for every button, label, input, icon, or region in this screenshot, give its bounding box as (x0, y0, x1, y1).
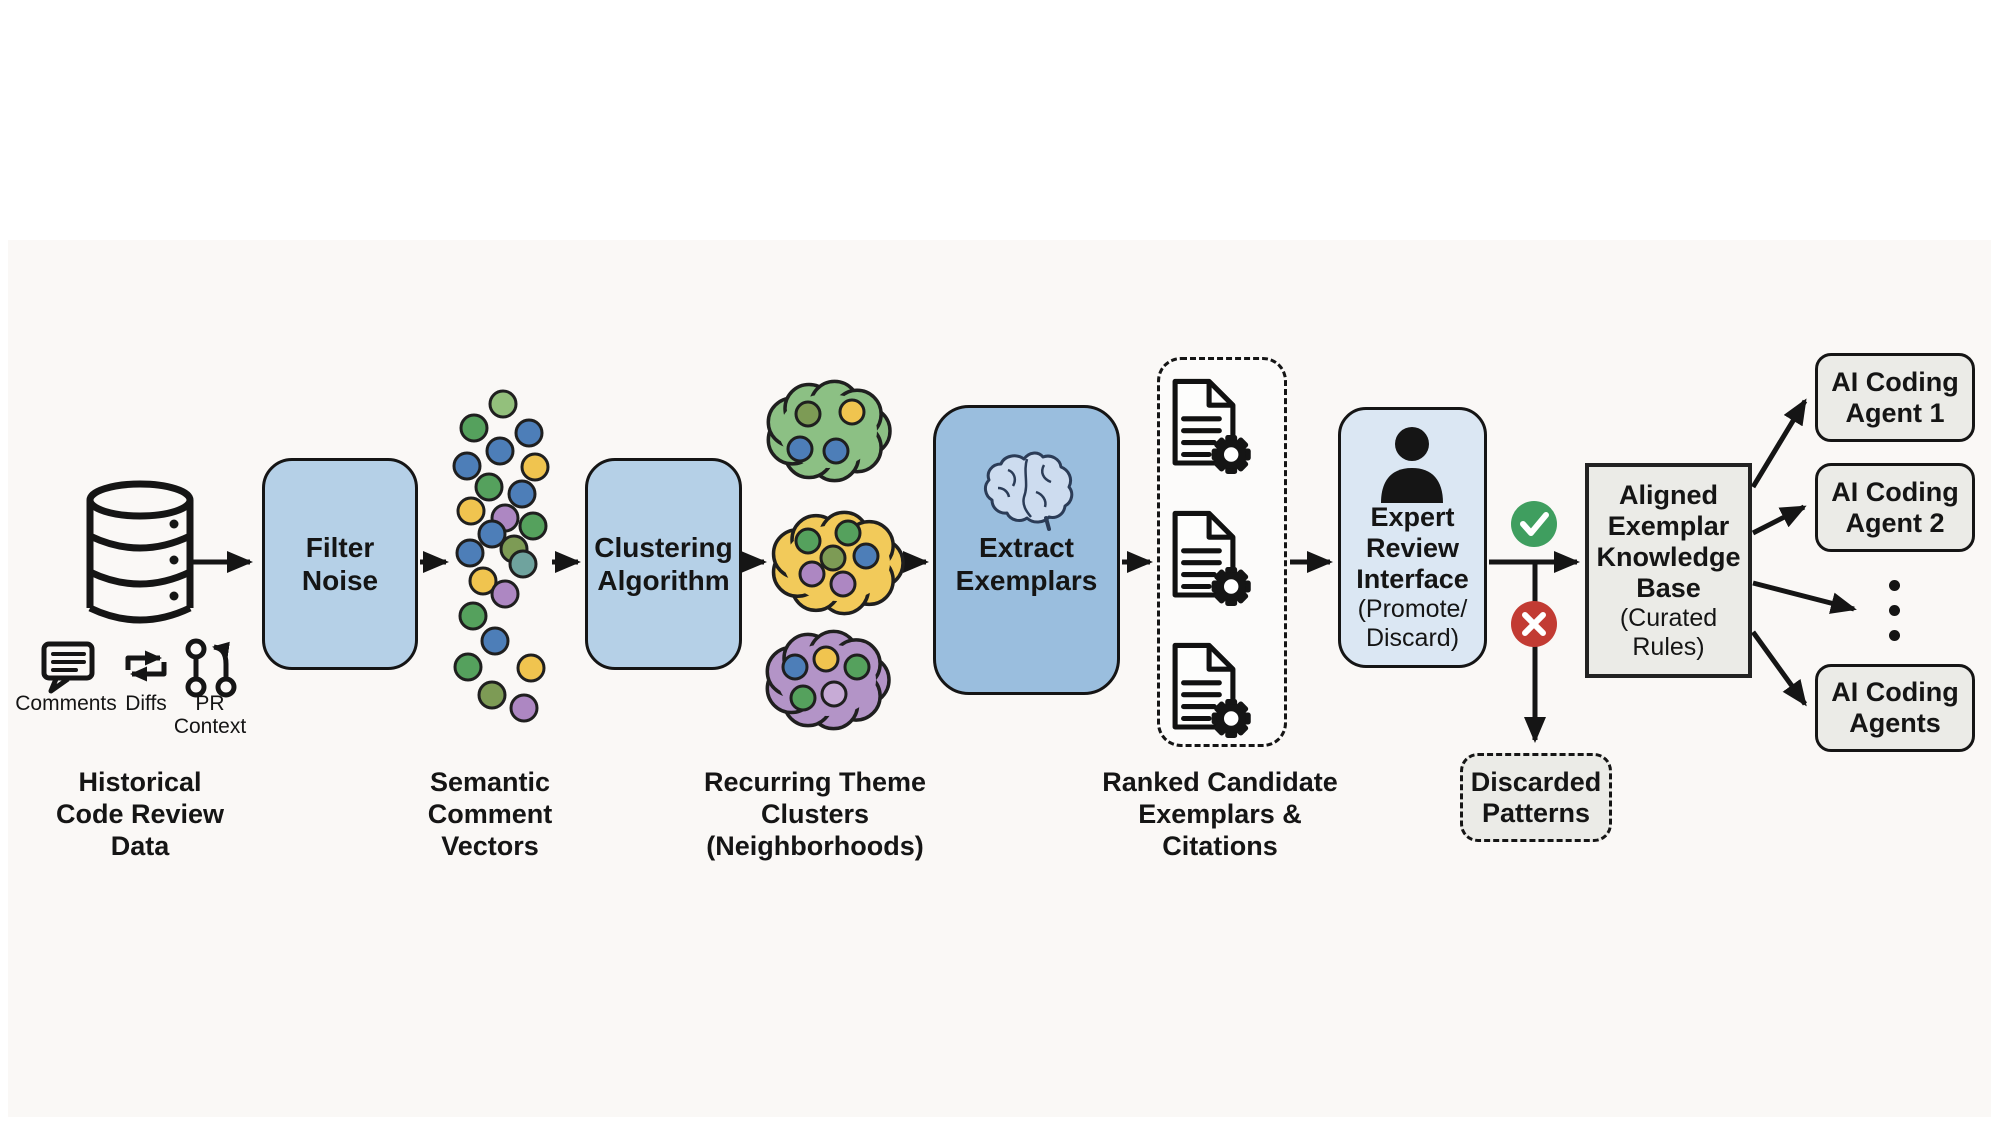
caption-theme-clusters: Recurring Theme Clusters (Neighborhoods) (703, 767, 927, 861)
pr-context-label: PR Context (173, 692, 247, 738)
knowledge-base-subtitle: (Curated Rules) (1619, 603, 1718, 661)
expert-review-subtitle: (Promote/ Discard) (1357, 595, 1468, 652)
ai-coding-agents-label: AI Coding Agents (1831, 677, 1959, 738)
diffs-label: Diffs (125, 692, 167, 715)
knowledge-base-node: Aligned Exemplar Knowledge Base (Curated… (1585, 463, 1752, 678)
clustering-algorithm-label: Clustering Algorithm (594, 532, 733, 596)
ai-coding-agent-2-node: AI Coding Agent 2 (1815, 463, 1975, 552)
caption-ranked-candidates: Ranked Candidate Exemplars & Citations (1102, 767, 1338, 861)
clustering-algorithm-node: Clustering Algorithm (585, 458, 742, 670)
expert-review-title: Expert Review Interface (1356, 502, 1469, 594)
expert-review-labels: Expert Review Interface (Promote/ Discar… (1338, 502, 1487, 653)
extract-exemplars-label: Extract Exemplars (955, 532, 1098, 596)
filter-noise-node: Filter Noise (262, 458, 418, 670)
ai-coding-agent-1-label: AI Coding Agent 1 (1831, 366, 1959, 428)
caption-historical-data: Historical Code Review Data (55, 767, 225, 861)
filter-noise-label: Filter Noise (301, 532, 379, 596)
agents-ellipsis-icon (1889, 580, 1900, 641)
ai-coding-agents-node: AI Coding Agents (1815, 664, 1975, 752)
discarded-patterns-label: Discarded Patterns (1470, 766, 1602, 828)
comments-label: Comments (15, 692, 117, 715)
discarded-patterns-node: Discarded Patterns (1460, 753, 1612, 842)
ai-coding-agent-1-node: AI Coding Agent 1 (1815, 353, 1975, 442)
knowledge-base-title: Aligned Exemplar Knowledge Base (1596, 479, 1741, 603)
ai-coding-agent-2-label: AI Coding Agent 2 (1831, 476, 1959, 538)
caption-semantic-vectors: Semantic Comment Vectors (427, 767, 553, 861)
ranked-exemplars-container (1157, 357, 1287, 747)
